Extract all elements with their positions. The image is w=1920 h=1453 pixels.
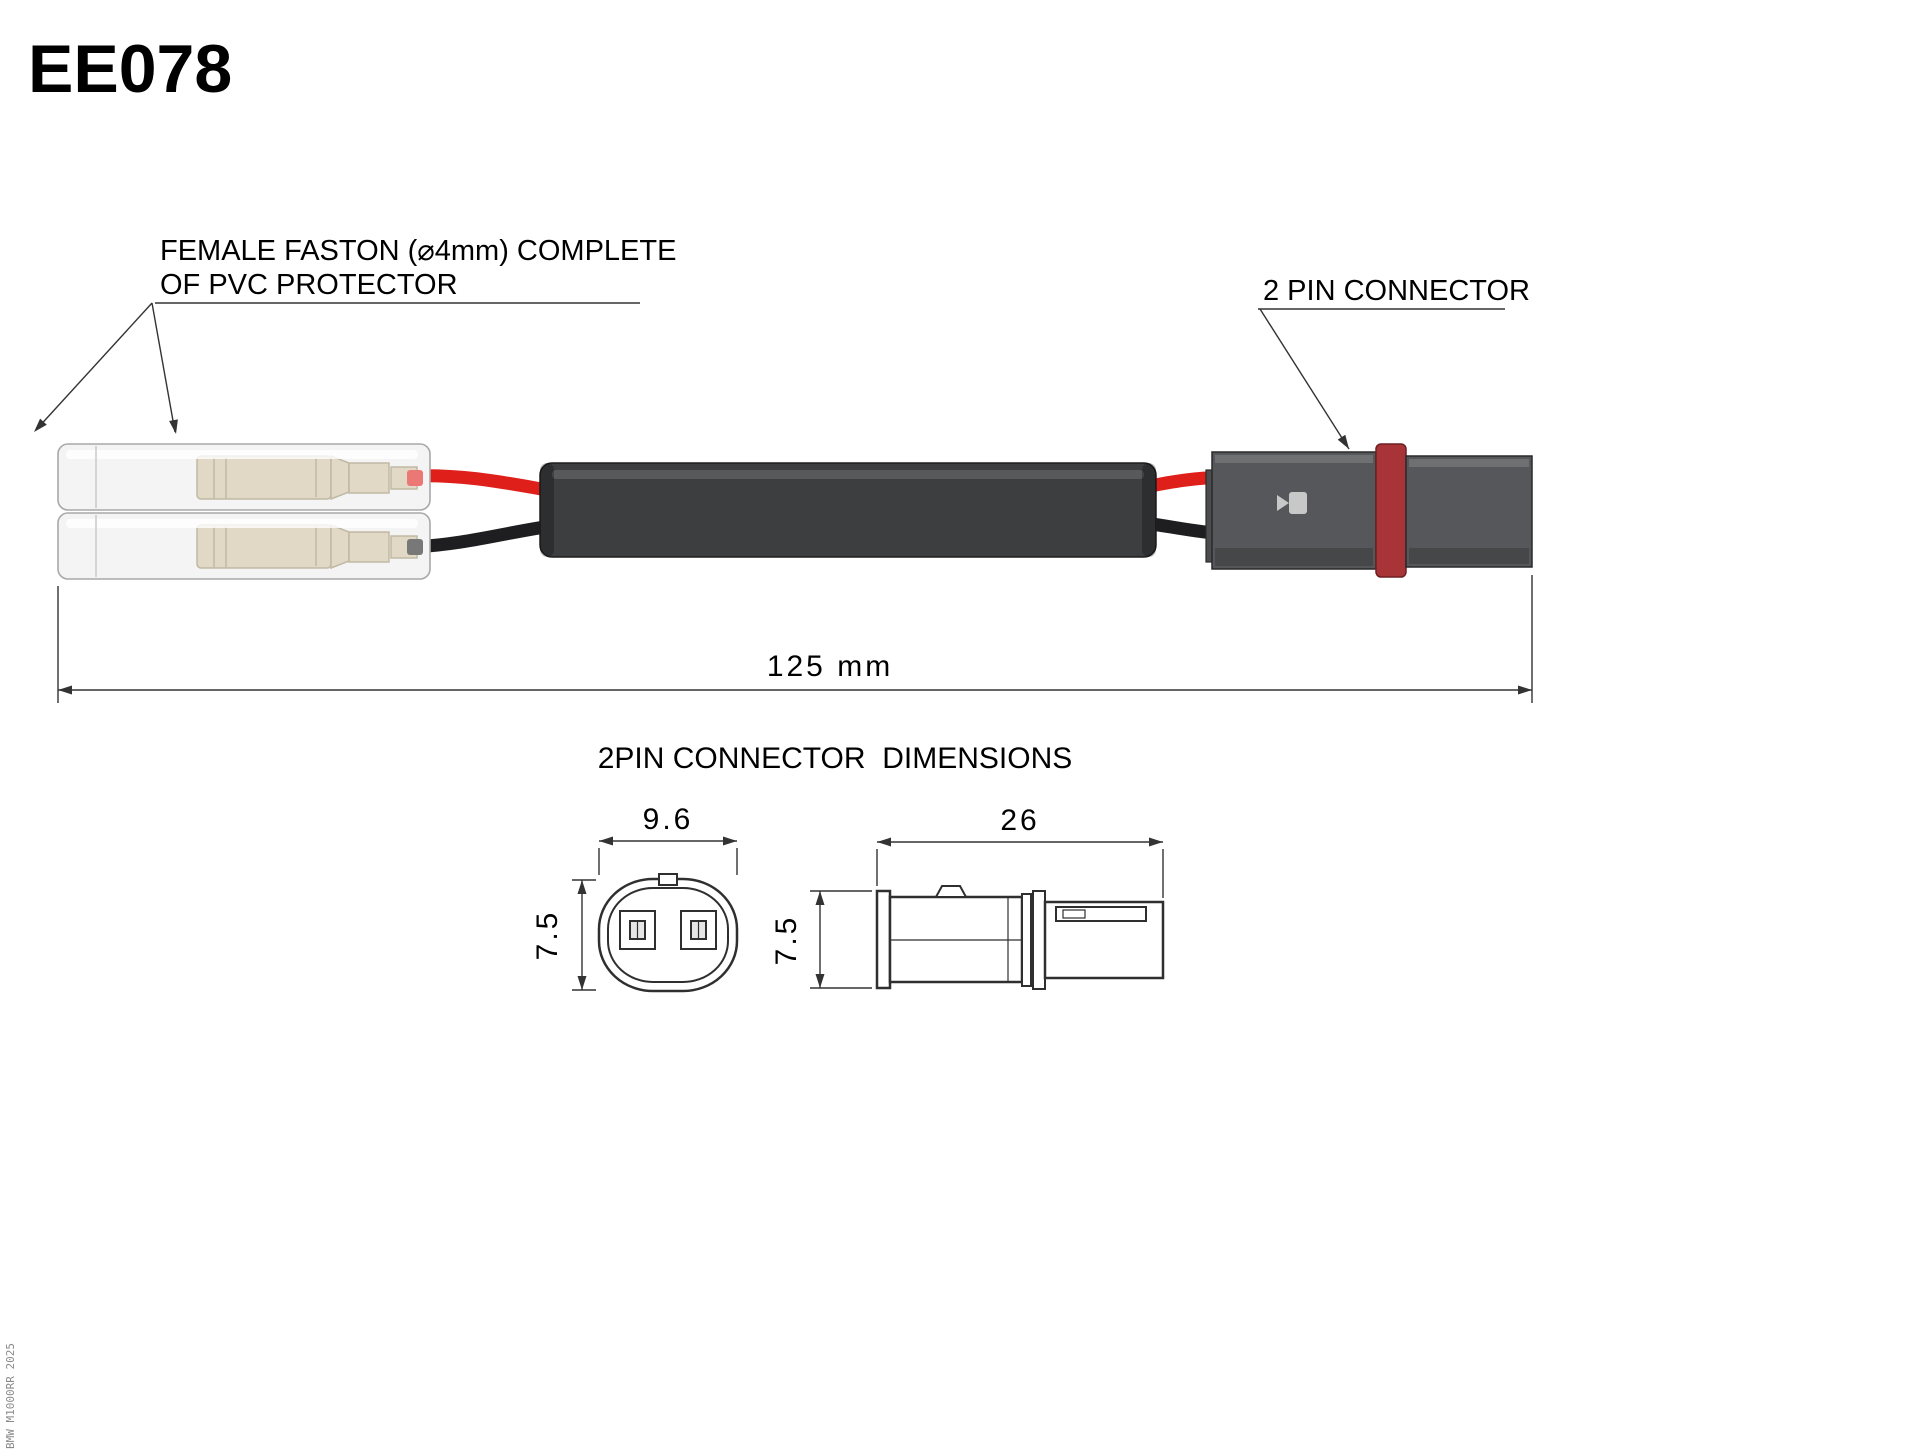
side-top-tab <box>934 885 968 898</box>
dim-arrow-right <box>1518 685 1532 695</box>
front-top-notch <box>658 873 678 886</box>
dimension-overall: 125 mm <box>57 575 1533 703</box>
dimension-text-side-height: 7.5 <box>770 915 803 966</box>
side-collar-2 <box>1032 890 1046 990</box>
side-collar-1 <box>1021 893 1032 987</box>
pin-connector-label-text: 2 PIN CONNECTOR <box>1263 275 1530 307</box>
section-title: 2PIN CONNECTOR DIMENSIONS <box>598 742 1073 775</box>
dimension-text-front-width: 9.6 <box>643 803 694 836</box>
sleeve-highlight <box>552 470 1144 479</box>
dimension-text-overall: 125 mm <box>767 650 893 683</box>
connector-rear-highlight <box>1409 459 1529 467</box>
faston-leader-line-1 <box>35 302 153 431</box>
dimension-side-height: 7.5 <box>770 890 872 989</box>
faston-sleeve-overlay-top <box>58 444 430 510</box>
drawing-title: EE078 <box>28 31 232 107</box>
red-wire-stub <box>407 470 423 486</box>
dimension-text-front-height: 7.5 <box>531 910 564 961</box>
faston-connector-top <box>57 443 431 511</box>
dimension-front-width: 9.6 <box>598 803 738 875</box>
cable-assembly <box>57 443 1533 580</box>
side-latch-notch <box>1062 909 1086 919</box>
faston-sleeve-overlay-bottom <box>58 513 430 579</box>
heat-shrink-sleeve <box>539 462 1157 558</box>
faston-outline-bottom <box>57 512 431 580</box>
pin-connector-leader-line <box>1259 308 1350 450</box>
faston-label: FEMALE FASTON (⌀4mm) COMPLETE OF PVC PRO… <box>34 235 676 434</box>
side-latch <box>1055 906 1147 922</box>
front-view-outline <box>597 873 739 993</box>
sleeve-end-right <box>1142 463 1156 557</box>
faston-connector-bottom <box>57 512 431 580</box>
connector-front-highlight <box>1215 455 1373 463</box>
connector-seal-ring <box>1375 443 1407 578</box>
watermark: BMW M1000RR 2025 <box>4 1343 17 1449</box>
front-view: 9.6 7.5 <box>531 803 739 993</box>
faston-outline-top <box>57 443 431 511</box>
side-view-body <box>875 885 1165 990</box>
black-wire-stub <box>407 539 423 555</box>
dim-arrow-left <box>58 685 72 695</box>
pin-connector-leader-arrow <box>1337 434 1349 449</box>
connector-front-shadow <box>1215 548 1373 566</box>
dimension-text-side-length: 26 <box>1000 804 1039 837</box>
faston-label-line1: FEMALE FASTON (⌀4mm) COMPLETE <box>160 235 676 267</box>
faston-leader-arrow-1 <box>34 418 47 432</box>
sleeve-end-left <box>540 463 554 557</box>
faston-leader-arrow-2 <box>169 419 178 434</box>
faston-terminal-bottom <box>196 523 418 570</box>
two-pin-connector <box>1205 443 1533 578</box>
faston-highlight-bottom <box>66 519 418 528</box>
dimension-front-height: 7.5 <box>531 879 596 991</box>
side-flange <box>875 889 892 990</box>
faston-label-line2: OF PVC PROTECTOR <box>160 269 458 301</box>
connector-latch-icon <box>1277 492 1307 514</box>
dimension-side-length: 26 <box>876 804 1164 898</box>
sleeve-body <box>539 462 1157 558</box>
faston-leader-line-2 <box>151 302 176 433</box>
side-view: 26 7.5 <box>770 804 1165 990</box>
connector-rear-body <box>1405 455 1533 568</box>
connector-rear-shadow <box>1409 548 1529 564</box>
faston-highlight-top <box>66 450 418 459</box>
pin-connector-label: 2 PIN CONNECTOR <box>1258 275 1530 450</box>
